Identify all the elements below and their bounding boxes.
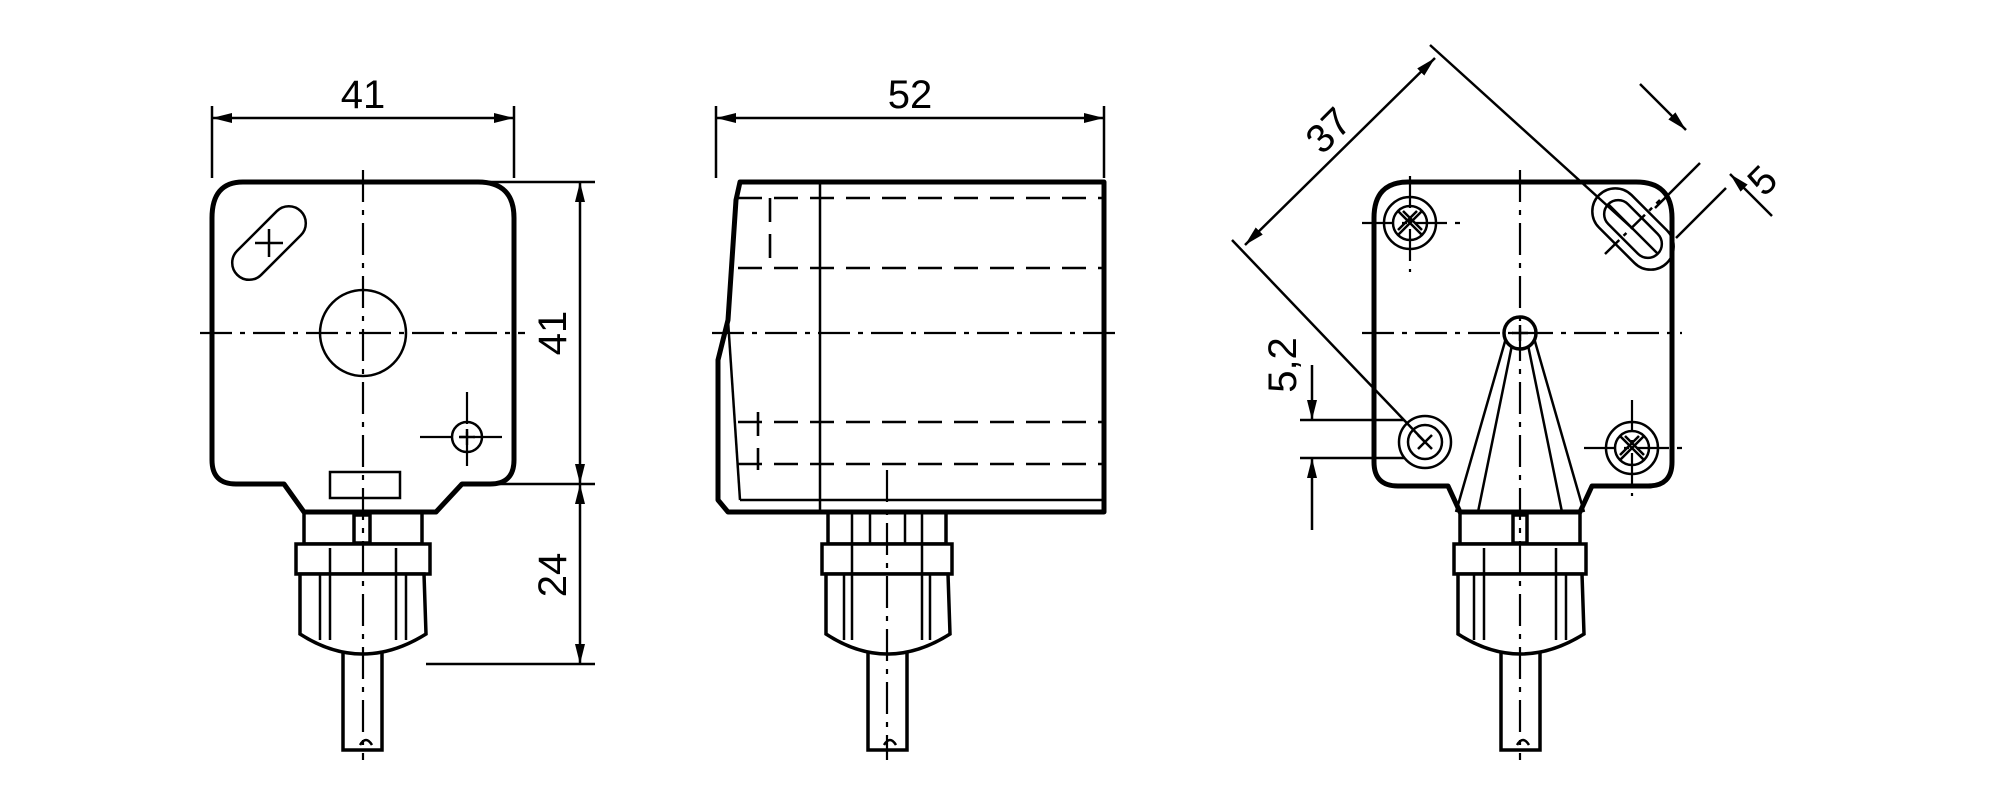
dim-front-height-label: 41: [531, 311, 575, 356]
rear-screw-bottom-right: [1584, 400, 1682, 496]
front-mounting-slot: [230, 204, 308, 282]
rear-screw-top-left: [1362, 176, 1460, 272]
front-screw-hole: [420, 392, 502, 466]
side-view: 52: [712, 73, 1118, 760]
dim-side-length-label: 52: [888, 73, 933, 117]
side-housing: [715, 179, 1107, 515]
front-label-plate: [328, 470, 402, 500]
dim-front-width-label: 41: [341, 73, 386, 117]
front-housing: [209, 179, 517, 515]
dim-slot-width: 5: [1639, 83, 1786, 239]
dim-side-length: 52: [714, 73, 1106, 178]
dim-hole-diameter-label: 5,2: [1261, 337, 1305, 393]
rear-view: 37 5,2 5: [1231, 44, 1786, 760]
dim-cable-length: 24: [426, 484, 595, 666]
dim-diagonal-label: 37: [1298, 100, 1361, 163]
dim-cable-length-label: 24: [531, 553, 575, 598]
dim-front-width: 41: [210, 73, 516, 178]
dim-hole-diameter: 5,2: [1261, 337, 1404, 530]
side-hidden-bores: [738, 196, 1104, 470]
dim-slot-width-label: 5: [1739, 157, 1786, 204]
front-view: 41 41 24: [200, 73, 595, 760]
